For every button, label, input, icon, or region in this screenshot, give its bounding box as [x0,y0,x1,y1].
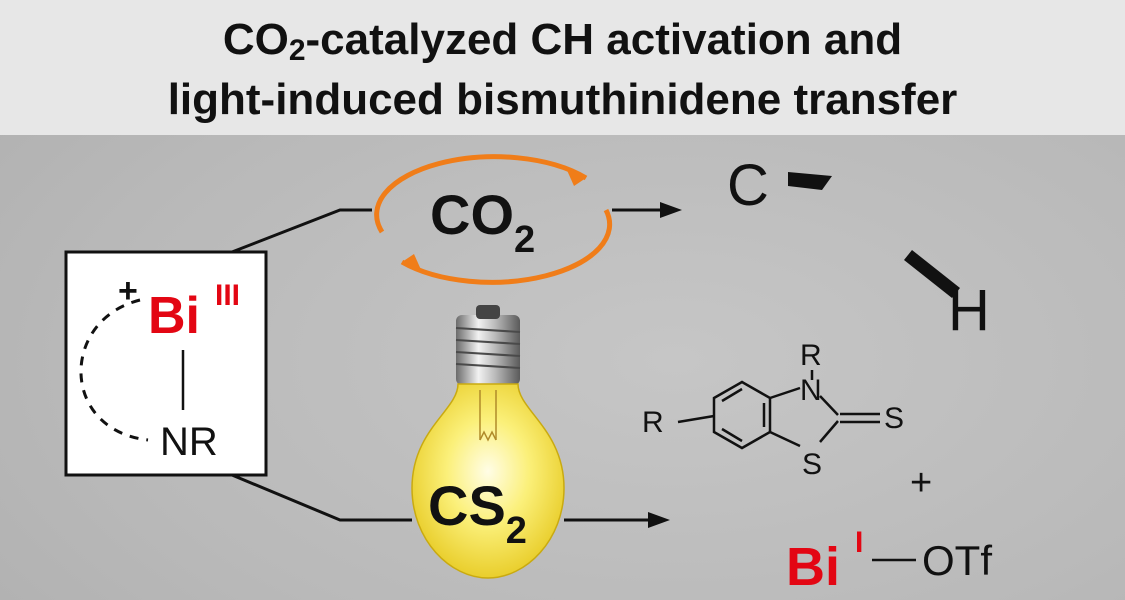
title-rest: -catalyzed CH activation and [305,15,903,64]
oxidation-state-i: I [855,526,863,559]
tether-dashed [79,298,149,442]
benzothiazolethione-structure [677,370,880,450]
thione-sulfur: S [884,402,904,435]
connector-bottom [231,473,412,522]
amide-label: NR [160,420,218,464]
oxidation-state-iii: III [215,279,240,312]
plus-sign: + [910,462,932,504]
product-carbon: C [727,153,769,218]
product-hydrogen: H [948,278,990,343]
catalytic-cycle-icon [374,154,613,285]
ring-sulfur: S [802,448,822,481]
reactant-box [64,250,268,477]
cs2-reagent: CS2 [428,474,527,552]
triflate-label: OTf [922,537,992,584]
carbon-wedge-bond [788,172,832,190]
ring-n-substituent: R [800,339,822,372]
co2-reagent: CO2 [430,183,535,261]
light-bulb-icon [411,305,565,579]
aryl-substituent: R [642,406,664,439]
hydrogen-wedge-bond [904,250,960,298]
arrow-top [612,202,682,218]
title-band [0,0,1125,135]
bismuth-label: Bi [148,287,200,345]
ring-nitrogen: N [800,374,822,407]
title-line-2: light-induced bismuthinidene transfer [167,75,958,124]
connector-top [231,208,372,254]
title-line-1: CO2-catalyzed CH activation and [0,18,1125,66]
bismuth-i-label: Bi [786,537,840,597]
title-subscript: 2 [288,34,306,67]
title-co: CO [222,15,289,64]
arrow-bottom [564,512,670,528]
cation-charge: + [118,272,138,310]
